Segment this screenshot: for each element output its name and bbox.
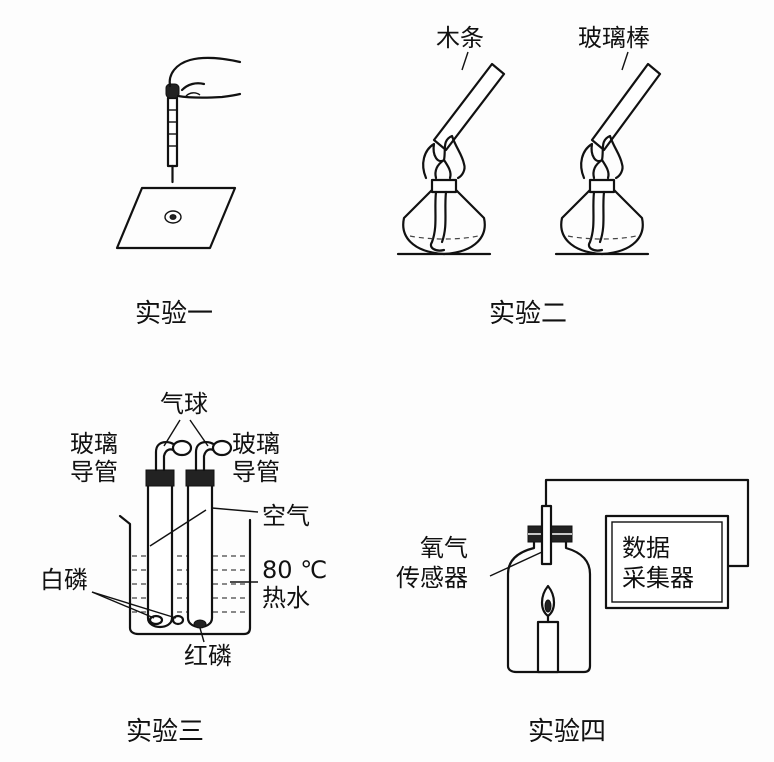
label-collector-1: 数据 — [622, 534, 670, 562]
hand-icon — [168, 56, 242, 99]
caption-exp4: 实验四 — [528, 717, 606, 747]
test-paper — [115, 186, 237, 250]
experiment-2: 木条 玻璃棒 实验二 — [396, 24, 662, 329]
label-tube-right-2: 导管 — [232, 458, 280, 486]
beaker — [118, 514, 252, 636]
caption-exp2: 实验二 — [489, 299, 567, 329]
label-tube-right-1: 玻璃 — [232, 430, 280, 458]
caption-exp3: 实验三 — [126, 717, 204, 747]
label-collector-2: 采集器 — [622, 564, 694, 592]
experiment-4: 数据 采集器 氧气 传感器 实验四 — [396, 478, 750, 747]
label-wood-stick: 木条 — [436, 24, 484, 52]
label-tube-left-2: 导管 — [70, 458, 118, 486]
oxygen-sensor — [540, 504, 553, 566]
balloon-left — [171, 439, 193, 457]
label-balloon: 气球 — [160, 390, 208, 418]
label-red-phosphorus: 红磷 — [184, 642, 232, 670]
data-collector — [604, 514, 730, 610]
label-air: 空气 — [262, 502, 310, 530]
experiment-1: 实验一 — [115, 56, 242, 329]
balloon-right — [211, 439, 233, 457]
label-tube-left-1: 玻璃 — [70, 430, 118, 458]
alcohol-lamp-left — [396, 134, 492, 256]
candle-icon — [536, 584, 560, 674]
wood-stick — [432, 62, 506, 152]
label-water: 热水 — [262, 584, 310, 612]
glass-rod — [590, 62, 662, 152]
label-glass-rod: 玻璃棒 — [578, 24, 650, 52]
dropper-icon — [165, 83, 180, 184]
label-sensor-2: 传感器 — [396, 564, 468, 592]
test-tube-right — [185, 439, 233, 629]
label-water-temp: 80 ℃ — [262, 556, 327, 584]
experiment-3: 气球 玻璃 导管 玻璃 导管 — [40, 390, 327, 747]
test-tube-left — [145, 439, 193, 629]
label-white-phosphorus: 白磷 — [40, 566, 88, 594]
alcohol-lamp-right — [554, 134, 650, 256]
caption-exp1: 实验一 — [135, 299, 213, 329]
label-sensor-1: 氧气 — [420, 534, 468, 562]
